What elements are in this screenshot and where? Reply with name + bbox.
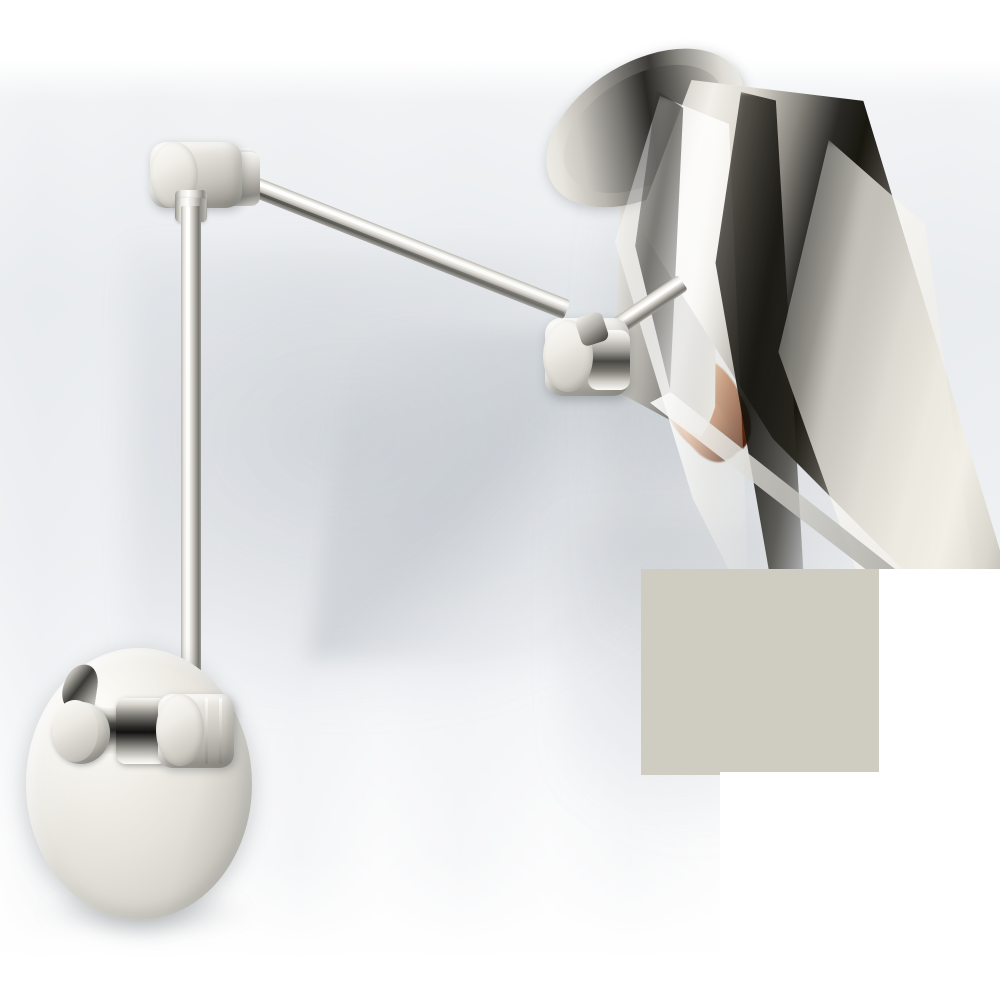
white-overlay-corner bbox=[720, 772, 1000, 1000]
lower-pivot-ring-1 bbox=[205, 698, 208, 764]
wall-backplate-rim bbox=[26, 648, 252, 920]
vertical-rod bbox=[181, 206, 201, 703]
lower-pivot-ring-2 bbox=[219, 698, 222, 764]
vertical-rod-highlight bbox=[186, 206, 190, 703]
beige-overlay-panel-lower bbox=[641, 570, 761, 775]
lower-pivot-cap-face bbox=[156, 694, 204, 766]
left-mounting-knob-face bbox=[52, 700, 98, 762]
white-overlay-right bbox=[879, 569, 1000, 779]
